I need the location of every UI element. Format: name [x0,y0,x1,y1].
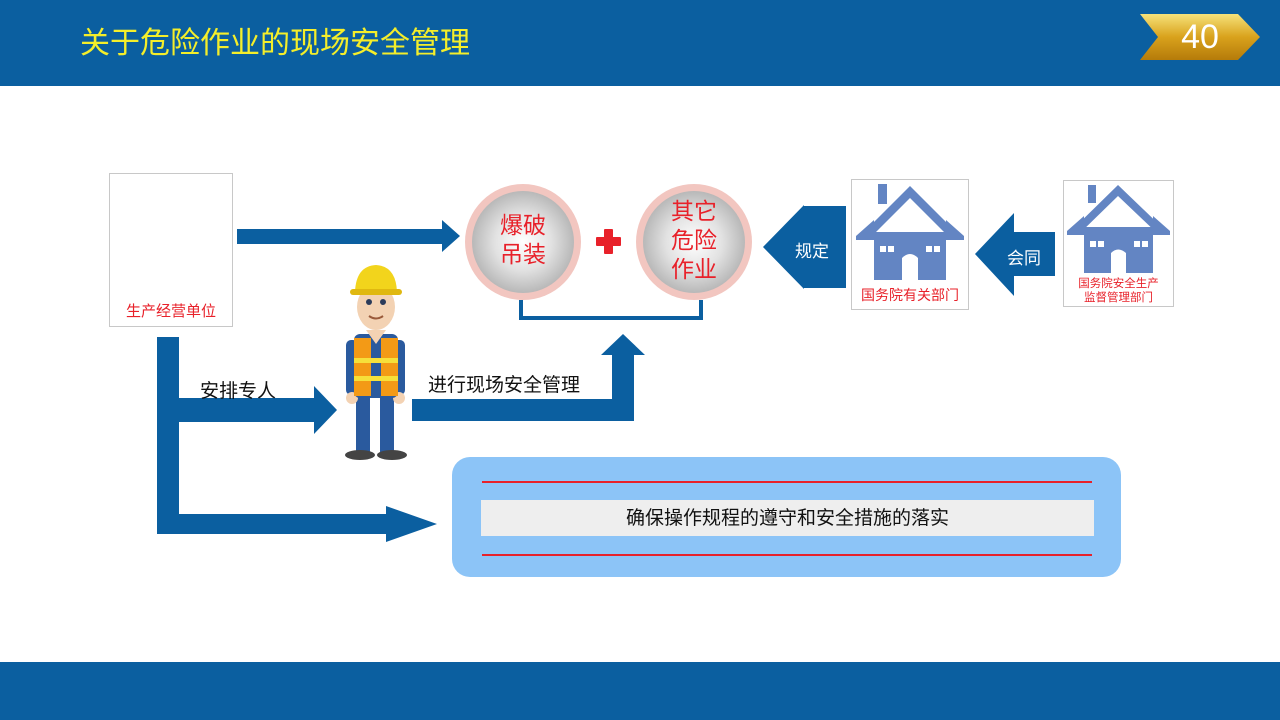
circle-right-text: 其它 危险 作业 [654,198,734,285]
arrow-to-panel [179,506,437,542]
page-number: 40 [1181,18,1219,56]
arrow-regulate-label: 规定 [795,242,829,262]
header-bar [0,0,1280,86]
arrow-jointly [975,213,1055,296]
circle-left-line-2: 吊装 [500,242,546,268]
panel-bottom-line [482,554,1092,556]
circle-right-line-1: 其它 [671,199,717,225]
safety-dept-box: 国务院安全生产 监督管理部门 [1063,180,1174,307]
construction-worker-icon [345,265,407,460]
circle-right-line-3: 作业 [671,257,717,283]
arrow-jointly-label: 会同 [1007,249,1041,269]
arrow-assign-person [179,386,337,434]
producer-label: 生产经营单位 [125,302,216,320]
panel-text-strip [481,500,1094,536]
circle-blasting-lifting [465,184,581,300]
arrow-regulate [763,205,846,289]
dept-box: 国务院有关部门 [851,179,969,310]
arrow-producer-to-operation [237,220,460,252]
footer-bar [0,662,1280,720]
arrow-manage-label: 进行现场安全管理 [428,374,581,396]
panel-top-line [482,481,1092,483]
page-number-badge [1140,14,1260,60]
dept-label: 国务院有关部门 [861,288,959,304]
house-icon [1067,185,1170,273]
house-icon [856,184,964,280]
slide-title: 关于危险作业的现场安全管理 [80,26,470,61]
circle-other-dangerous [636,184,752,300]
circle-left-line-1: 爆破 [500,213,546,239]
arrow-assign-label: 安排专人 [200,380,277,402]
safety-dept-line-2: 监督管理部门 [1084,290,1153,304]
safety-dept-line-1: 国务院安全生产 [1078,276,1159,290]
trunk-line [157,337,179,534]
panel-text: 确保操作规程的遵守和安全措施的落实 [625,507,949,529]
circle-right-line-2: 危险 [671,228,717,254]
bracket-under-circles [519,300,703,320]
red-cross-icon [596,229,621,254]
safety-dept-label: 国务院安全生产 监督管理部门 [1064,276,1173,304]
circle-left-text: 爆破 吊装 [483,212,563,270]
producer-box: 生产经营单位 [109,173,233,327]
arrow-manage [412,334,645,421]
